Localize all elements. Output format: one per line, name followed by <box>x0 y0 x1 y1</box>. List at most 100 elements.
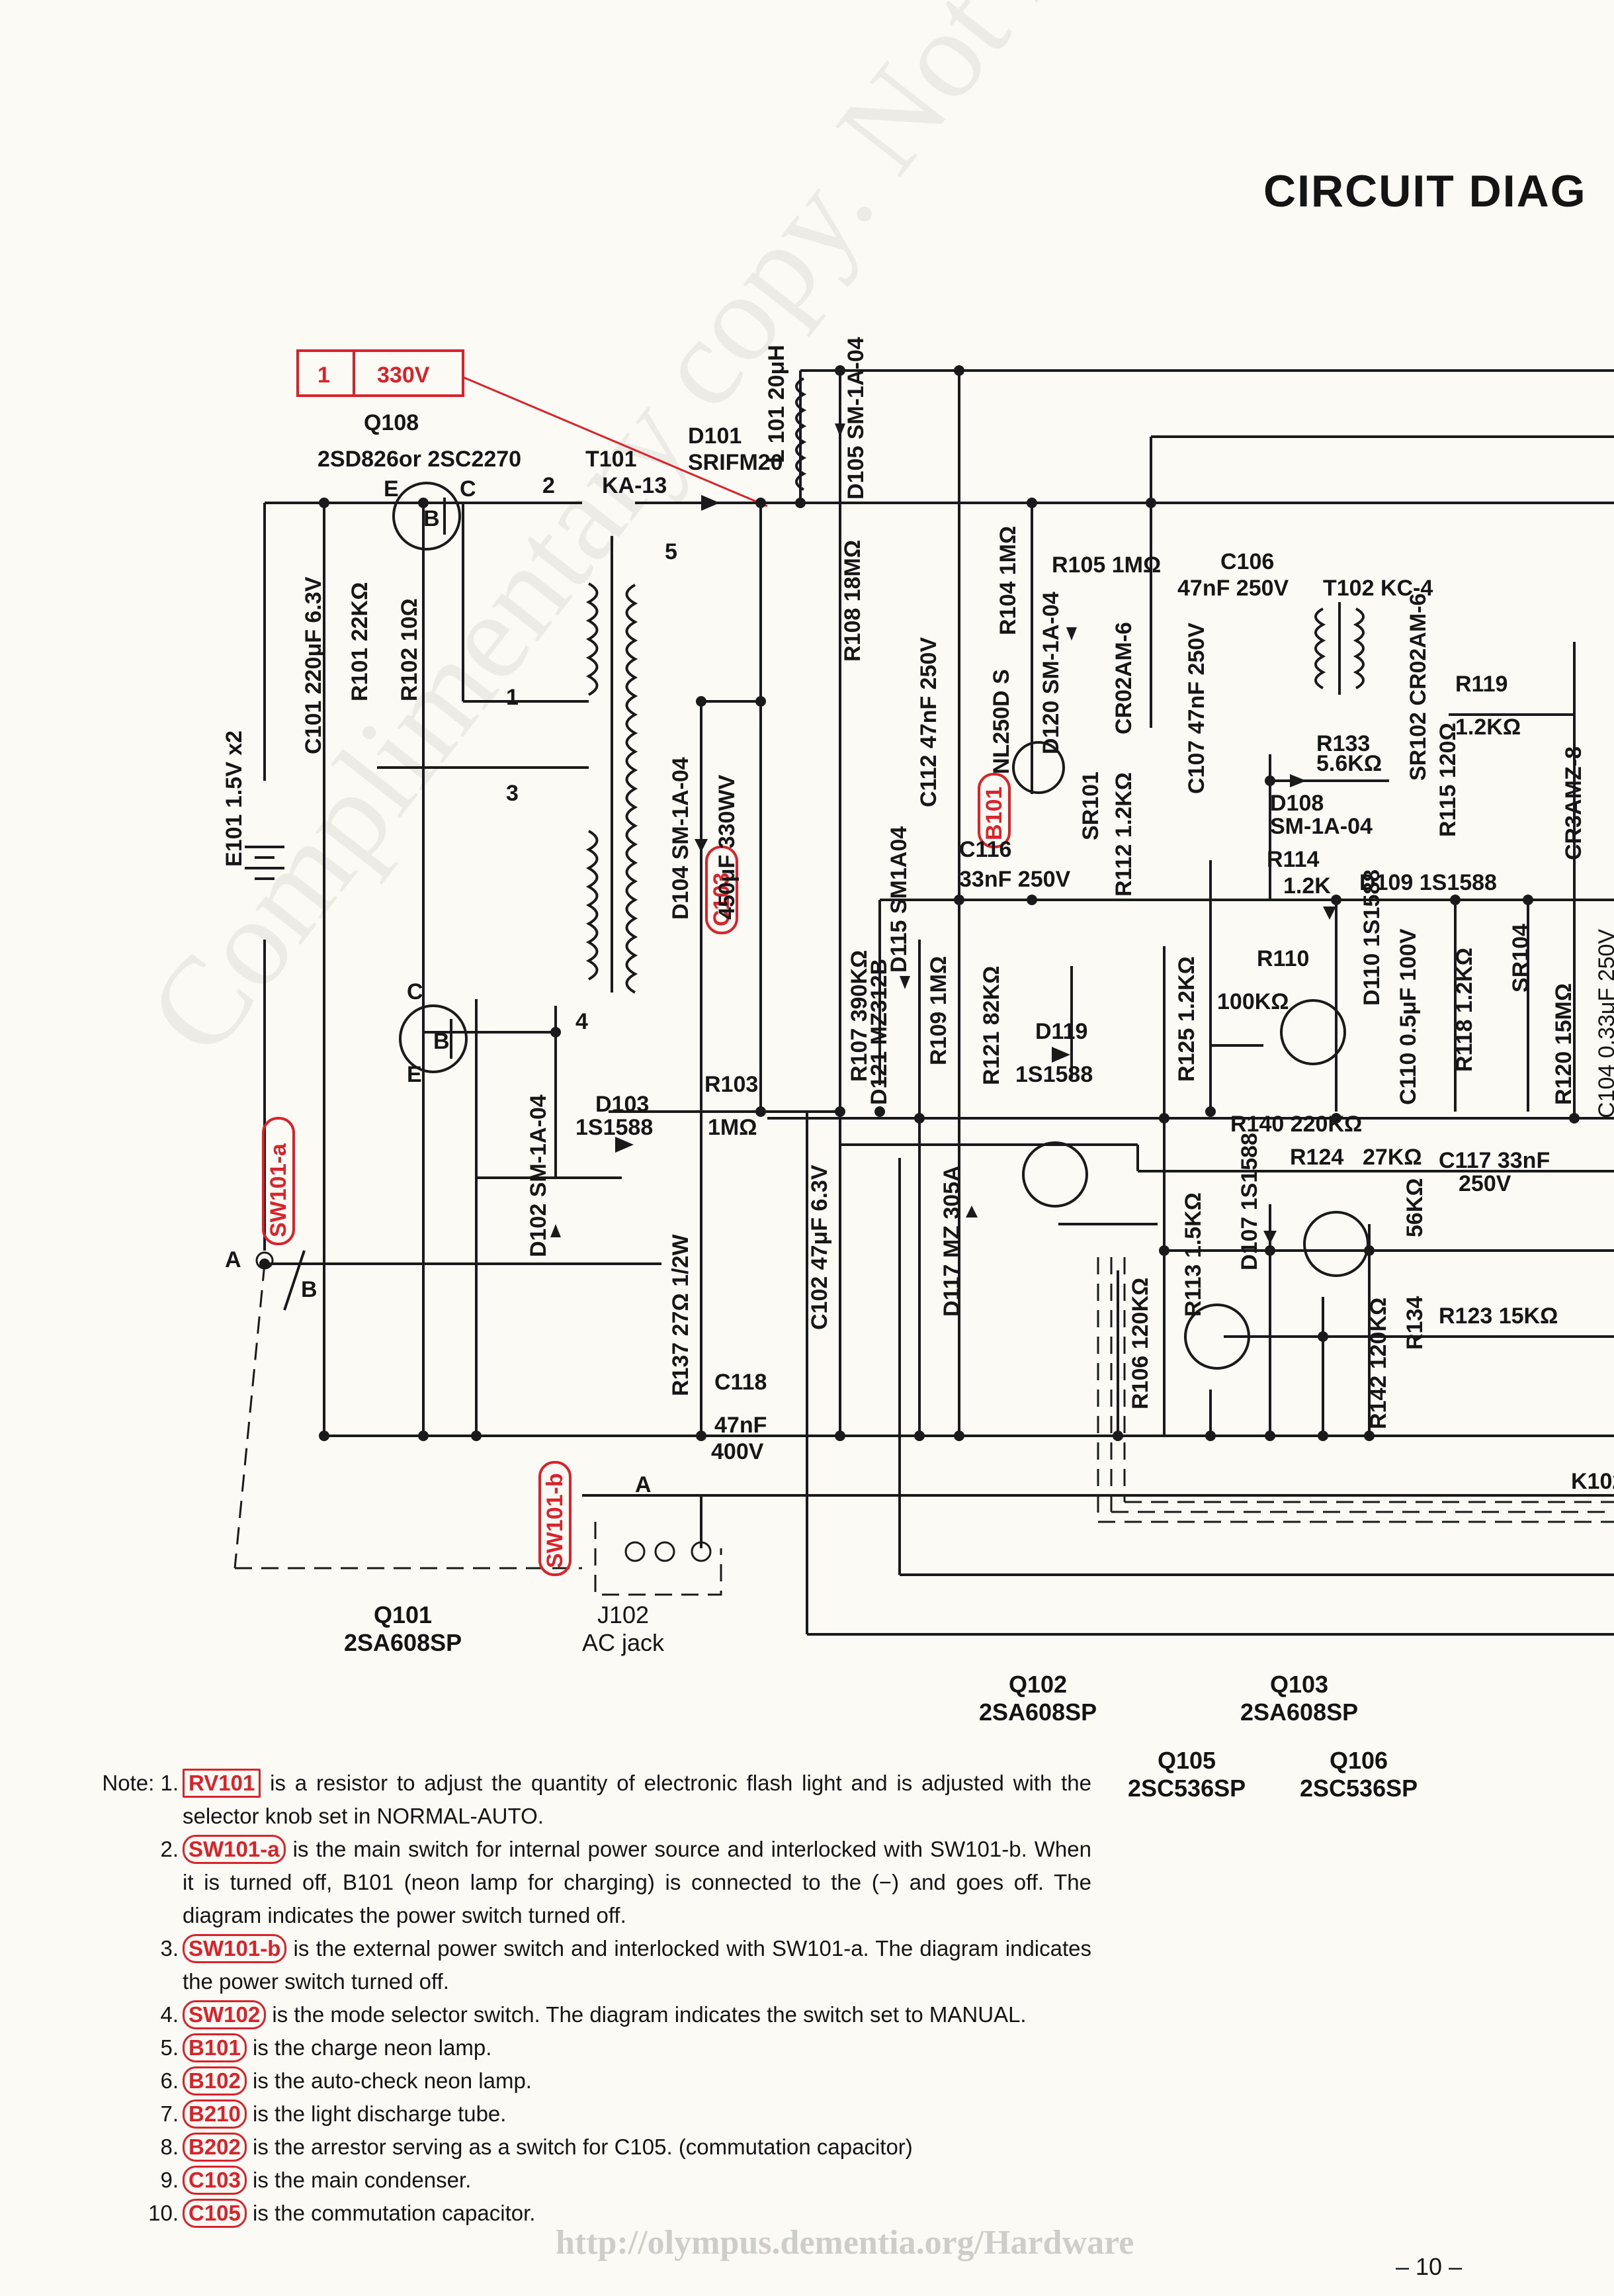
notes-section: Note: 1.RV101 is a resistor to adjust th… <box>86 1767 1091 2230</box>
note-text: RV101 is a resistor to adjust the quanti… <box>183 1767 1091 1833</box>
note-body: is the light discharge tube. <box>246 2101 507 2126</box>
junction-dot <box>835 1431 845 1441</box>
node-2: 2 <box>542 473 555 498</box>
red-tags: SW101-a SW101-b C103 B101 <box>262 773 1011 1576</box>
q102-part: 2SA608SP <box>979 1699 1097 1726</box>
dashed-links <box>234 1257 1614 1596</box>
switch-sw101a <box>255 1250 306 1311</box>
junction-dot <box>1450 895 1461 905</box>
note-text: C103 is the main condenser. <box>183 2164 1091 2197</box>
k102-label: K102 <box>1571 1469 1614 1494</box>
note-text: C105 is the commutation capacitor. <box>183 2197 1091 2230</box>
note-text: SW101-b is the external power switch and… <box>183 1932 1091 1998</box>
switch-b-pos-a: A <box>635 1472 652 1497</box>
r107-label: R107 390KΩ <box>847 950 872 1082</box>
b101-tag: B101 <box>982 787 1007 840</box>
d108-part: SM-1A-04 <box>1270 814 1373 839</box>
node-1: 1 <box>506 685 519 710</box>
d119-part: 1S1588 <box>1015 1062 1093 1087</box>
r110-value: 100KΩ <box>1217 989 1289 1014</box>
sr101-label: SR101 <box>1078 772 1103 840</box>
note-number: 4. <box>160 2002 179 2027</box>
note-component-tag: C105 <box>183 2199 247 2228</box>
transistor-q108 <box>392 482 461 551</box>
d107-label: D107 1S1588 <box>1237 1133 1262 1270</box>
c103-tag: C103 <box>709 873 734 926</box>
r109-label: R109 1MΩ <box>926 956 951 1065</box>
junction-dot <box>259 1258 270 1269</box>
j102-info: J102 AC jack <box>582 1601 664 1657</box>
note-text: SW101-a is the main switch for internal … <box>183 1833 1091 1932</box>
note-component-tag: B202 <box>183 2133 247 2162</box>
note-number: 6. <box>160 2068 179 2093</box>
junction-dot <box>1265 1245 1275 1256</box>
junction-dot <box>696 696 706 707</box>
node-3: 3 <box>506 781 519 806</box>
junction-dot <box>471 1431 482 1441</box>
q108-name: Q108 <box>364 410 419 435</box>
junction-dot <box>1569 1113 1580 1124</box>
q108-pin-c: C <box>460 476 476 502</box>
junction-dot <box>1205 1106 1216 1117</box>
note-body: is the external power switch and interlo… <box>183 1936 1091 1994</box>
transformer-t102 <box>1314 602 1365 695</box>
note-body: is a resistor to adjust the quantity of … <box>183 1771 1091 1828</box>
junction-dot <box>954 365 964 376</box>
r140-label: R140 220KΩ <box>1230 1112 1362 1137</box>
note-body: is the main condenser. <box>246 2168 472 2192</box>
q108-pin-b: B <box>423 506 440 531</box>
q105-part: 2SC536SP <box>1128 1775 1246 1802</box>
j102-desc: AC jack <box>582 1629 665 1656</box>
c103-value: 450μF 330WV <box>714 774 740 920</box>
junction-dot <box>1265 1431 1275 1441</box>
c117-name: C117 33nF <box>1439 1148 1550 1173</box>
q106-info: Q106 2SC536SP <box>1300 1747 1418 1802</box>
diodes <box>550 423 1336 1244</box>
junction-dot <box>755 498 766 508</box>
note-item: 10.C105 is the commutation capacitor. <box>86 2197 1091 2230</box>
junction-dot <box>1205 1431 1216 1441</box>
junction-dot <box>874 1106 885 1117</box>
component-labels: Q108 2SD826or 2SC2270 T101 KA-13 D101 SR… <box>225 410 1614 1497</box>
r119-name: R119 <box>1455 672 1508 697</box>
note-number: Note: 1. <box>102 1771 179 1795</box>
transistor-q106 <box>1280 999 1346 1065</box>
q103-info: Q103 2SA608SP <box>1240 1671 1358 1726</box>
junction-dot <box>1265 775 1275 786</box>
d117-label: D117 MZ 305A <box>939 1165 964 1317</box>
junction-dot <box>1146 498 1156 508</box>
note-item: 4.SW102 is the mode selector switch. The… <box>86 1998 1091 2031</box>
r103-value: 1MΩ <box>708 1115 757 1140</box>
c112-label: C112 47nF 250V <box>916 637 941 807</box>
r108-label: R108 18MΩ <box>840 540 865 662</box>
c106-value: 47nF 250V <box>1177 576 1289 601</box>
q108-pin-e: E <box>384 476 399 502</box>
note-item: 3.SW101-b is the external power switch a… <box>86 1932 1091 1998</box>
d109-label: D109 1S1588 <box>1359 870 1497 895</box>
note-text: B102 is the auto-check neon lamp. <box>183 2064 1091 2097</box>
callout-num: 1 <box>318 363 330 388</box>
note-body: is the arrestor serving as a switch for … <box>246 2135 913 2159</box>
q101-pin-e: E <box>407 1062 422 1087</box>
c117-value: 250V <box>1459 1171 1511 1196</box>
r110-name: R110 <box>1257 946 1309 971</box>
transformer-t101 <box>585 536 638 994</box>
note-number: 7. <box>160 2101 179 2126</box>
junction-dot <box>755 1106 766 1117</box>
note-component-tag: SW102 <box>183 2000 267 2029</box>
rotated-labels: L 101 20μH D105 SM-1A-04 R108 18MΩ R104 … <box>222 337 1614 1429</box>
junction-dot <box>1318 1431 1328 1441</box>
cr3amz-label: CR3AMZ-8 <box>1561 746 1586 860</box>
d115-label: D115 SM1A04 <box>886 826 912 973</box>
note-number: 2. <box>160 1837 179 1861</box>
note-item: 2.SW101-a is the main switch for interna… <box>86 1833 1091 1932</box>
junction-dot <box>1159 1113 1169 1124</box>
r123-label: R123 15KΩ <box>1439 1303 1558 1329</box>
notes-list: Note: 1.RV101 is a resistor to adjust th… <box>86 1767 1091 2230</box>
junction-dot <box>1364 1431 1375 1441</box>
r102-label: R102 10Ω <box>397 598 422 701</box>
cr02-label: CR02AM-6 <box>1111 622 1136 734</box>
sw101a-tag: SW101-a <box>266 1143 291 1237</box>
junction-dot <box>418 498 429 508</box>
c102-label: C102 47μF 6.3V <box>807 1165 832 1330</box>
